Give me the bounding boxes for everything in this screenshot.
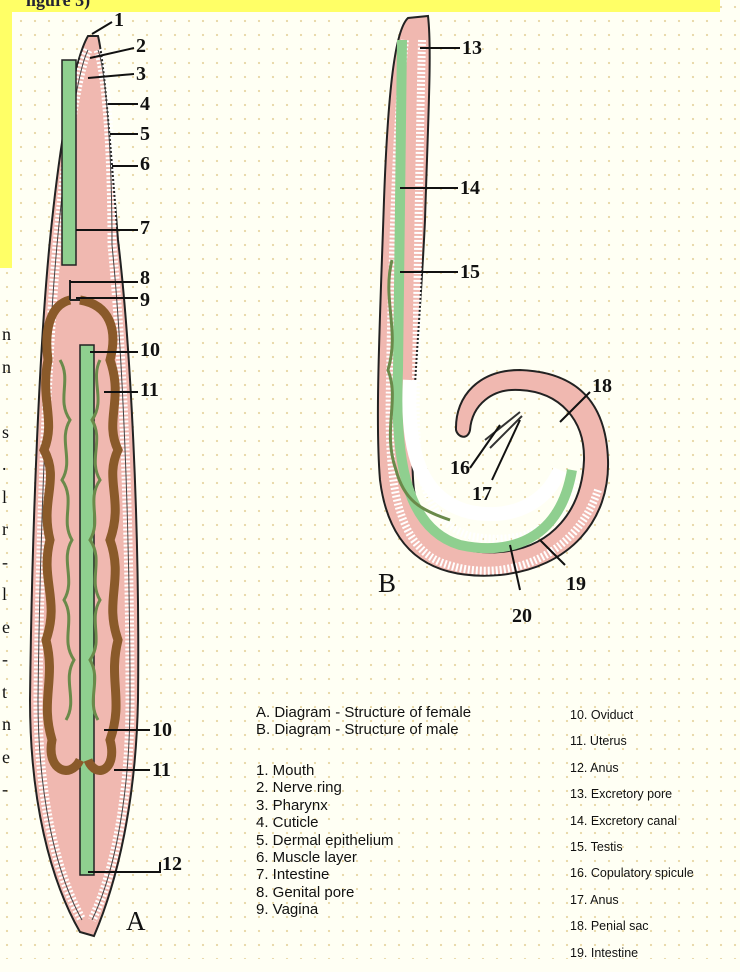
label-12: 12 — [162, 853, 182, 875]
legend-item: 6. Muscle layer — [256, 849, 394, 866]
label-3: 3 — [136, 63, 146, 85]
legend-item: 4. Cuticle — [256, 814, 394, 831]
legend-item: 5. Dermal epithelium — [256, 832, 394, 849]
label-5: 5 — [140, 123, 150, 145]
legend-item: 14. Excretory canal — [570, 814, 694, 840]
male-spicule — [485, 412, 522, 448]
label-8: 8 — [140, 267, 150, 289]
label-20: 20 — [512, 605, 532, 627]
legend-item: 13. Excretory pore — [570, 787, 694, 813]
legend-item: 2. Nerve ring — [256, 779, 394, 796]
label-11-bottom: 11 — [152, 759, 171, 781]
legend-item: 17. Anus — [570, 893, 694, 919]
label-16: 16 — [450, 457, 470, 479]
legend-item: 3. Pharynx — [256, 797, 394, 814]
legend-item: 10. Oviduct — [570, 708, 694, 734]
legend-item: 9. Vagina — [256, 901, 394, 918]
label-6: 6 — [140, 153, 150, 175]
legend-title-b: B. Diagram - Structure of male — [256, 721, 471, 738]
legend-item: 7. Intestine — [256, 866, 394, 883]
label-17: 17 — [472, 483, 492, 505]
legend-item: 11. Uterus — [570, 734, 694, 760]
label-18: 18 — [592, 375, 612, 397]
legend-item: 16. Copulatory spicule — [570, 866, 694, 892]
female-letter: A — [126, 906, 146, 936]
label-15: 15 — [460, 261, 480, 283]
female-worm-diagram: 1 2 3 4 5 6 7 8 9 10 11 10 11 12 A — [30, 9, 182, 936]
label-1: 1 — [114, 9, 124, 31]
label-13: 13 — [462, 37, 482, 59]
legend-title-a: A. Diagram - Structure of female — [256, 704, 471, 721]
label-10-bottom: 10 — [152, 719, 172, 741]
legend-item: 8. Genital pore — [256, 884, 394, 901]
label-7: 7 — [140, 217, 150, 239]
legend-female-parts: 1. Mouth 2. Nerve ring 3. Pharynx 4. Cut… — [256, 762, 394, 919]
label-10-top: 10 — [140, 339, 160, 361]
legend-item: 1. Mouth — [256, 762, 394, 779]
female-pharynx — [62, 60, 76, 265]
label-2: 2 — [136, 35, 146, 57]
male-letter: B — [378, 568, 396, 598]
label-14: 14 — [460, 177, 480, 199]
legend-item: 15. Testis — [570, 840, 694, 866]
label-19: 19 — [566, 573, 586, 595]
label-9: 9 — [140, 289, 150, 311]
female-intestine — [80, 345, 94, 875]
label-11-top: 11 — [140, 379, 159, 401]
legend-item: 18. Penial sac — [570, 919, 694, 945]
male-worm-diagram: 13 14 15 16 17 18 19 20 B — [378, 16, 612, 627]
label-4: 4 — [140, 93, 150, 115]
legend-diagram-titles: A. Diagram - Structure of female B. Diag… — [256, 704, 471, 738]
legend-male-parts: 10. Oviduct 11. Uterus 12. Anus 13. Excr… — [570, 708, 694, 972]
legend-item: 12. Anus — [570, 761, 694, 787]
